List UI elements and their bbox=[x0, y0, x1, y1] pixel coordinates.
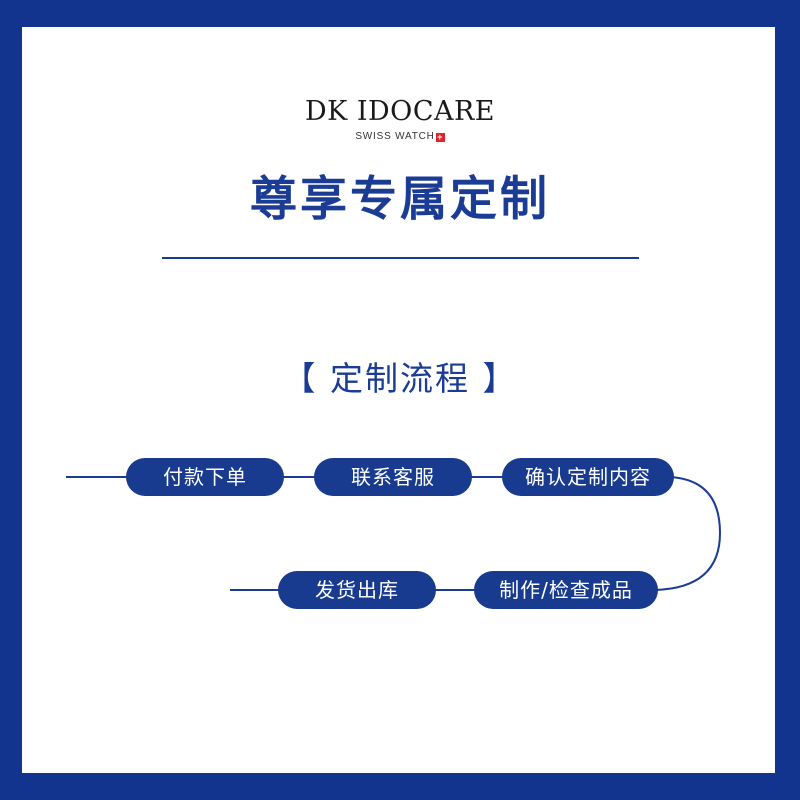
swiss-flag-icon: + bbox=[435, 132, 445, 142]
brand-tagline-text: SWISS WATCH bbox=[355, 131, 435, 142]
content-panel bbox=[22, 27, 775, 773]
brand-tagline: SWISS WATCH+ bbox=[0, 131, 800, 142]
step-make-inspect: 制作/检查成品 bbox=[474, 571, 658, 609]
brand-logo: DK IDOCARE bbox=[304, 96, 496, 127]
step-confirm-content: 确认定制内容 bbox=[502, 458, 674, 496]
step-ship-out: 发货出库 bbox=[278, 571, 436, 609]
step-contact-service: 联系客服 bbox=[314, 458, 472, 496]
page-title: 尊享专属定制 bbox=[250, 172, 550, 227]
title-divider bbox=[162, 257, 639, 259]
section-title: 【 定制流程 】 bbox=[282, 359, 518, 398]
step-pay-order: 付款下单 bbox=[126, 458, 284, 496]
